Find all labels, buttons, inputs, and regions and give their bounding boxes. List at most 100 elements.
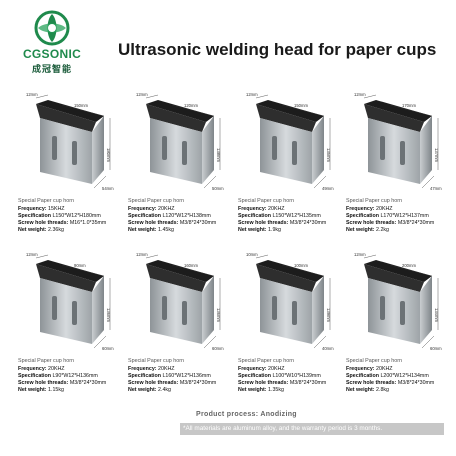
brand-name-cn: 成冠智能 [31,64,72,74]
screw-value: M3/8*24*30mm [179,380,217,386]
horn-slot-right [292,141,297,165]
dim-length: 160mm [184,263,198,268]
horn-black-blade [256,260,324,282]
weight-row: Net weight: 2.4kg [128,387,171,394]
weight-row: Net weight: 1.45kg [128,227,174,234]
horn-left-slope [364,264,424,292]
horn-slot-left [272,296,277,320]
weight-label: Net weight: [128,227,157,233]
dim-height: 137mm [434,148,439,162]
horn-black-blade [364,100,432,122]
weight-label: Net weight: [18,227,47,233]
screw-row: Screw hole threads: M3/8*24*30mm [346,220,434,227]
horn-front-face [260,278,312,344]
product-caption: Special Paper cup horn [128,358,185,364]
screw-value: M3/8*24*30mm [397,220,435,226]
horn-image: 10mm 100mm 139mm 40mm [238,252,342,356]
horn-side-face [92,116,104,184]
page-title: Ultrasonic welding head for paper cups [118,40,437,59]
horn-slot-left [380,136,385,160]
dim-height: 136mm [106,308,111,322]
specification-row: Specification L90*W12*H136mm [18,373,98,380]
horn-slot-left [380,296,385,320]
frequency-row: Frequency: 20KHZ [128,206,175,213]
weight-label: Net weight: [238,227,267,233]
horn-slot-left [162,136,167,160]
specification-row: Specification L150*W12*H135mm [238,213,321,220]
frequency-value: 20KHZ [268,206,285,212]
dim-length: 200mm [402,263,416,268]
product-caption: Special Paper cup horn [238,198,295,204]
dim-height: 138mm [216,148,221,162]
dim-bottom: 40mm [322,346,334,351]
dim-bottom: 54mm [102,186,114,191]
horn-side-face [312,116,324,184]
product-caption: Special Paper cup horn [18,198,75,204]
specification-value: L200*W12*H134mm [380,373,429,379]
dim-top: 12mm [246,92,258,97]
specification-row: Specification L160*W12*H136mm [128,373,211,380]
brand-logo: CGSONIC 成冠智能 [16,10,88,74]
horn-front-face [368,278,420,344]
screw-value: M3/8*24*30mm [179,220,217,226]
frequency-value: 20KHZ [48,366,65,372]
product-card: 12mm 160mm 136mm 60mm Special Paper cup … [128,252,232,402]
specification-value: L90*W12*H136mm [52,373,98,379]
horn-illustration: 12mm 150mm 135mm 49mm [246,92,334,191]
screw-row: Screw hole threads: M3/8*24*30mm [238,220,326,227]
screw-label: Screw hole threads: [18,220,69,226]
cgsonic-logo-icon [34,10,70,46]
horn-slot-left [272,136,277,160]
horn-left-slope [36,264,96,292]
dim-length: 100mm [294,263,308,268]
screw-value: M3/8*24*30mm [289,380,327,386]
dim-length: 120mm [184,103,198,108]
horn-side-face [312,276,324,344]
specification-value: L120*W12*H138mm [162,213,211,219]
horn-illustration: 12mm 150mm 180mm 54mm [26,92,114,191]
dim-top: 12mm [136,252,148,257]
dim-top: 10mm [246,252,258,257]
weight-label: Net weight: [18,387,47,393]
horn-image: 12mm 150mm 135mm 49mm [238,92,342,196]
horn-front-face [40,118,92,184]
horn-black-blade [36,260,104,282]
specification-row: Specification L200*W12*H134mm [346,373,429,380]
frequency-value: 20KHZ [158,366,175,372]
horn-left-slope [256,104,316,132]
weight-value: 1.9kg [268,227,281,233]
horn-front-face [368,118,420,184]
specification-label: Specification [128,373,161,379]
horn-image: 12mm 90mm 136mm 60mm [18,252,122,356]
screw-row: Screw hole threads: M3/8*24*30mm [128,380,216,387]
dim-top: 12mm [354,92,366,97]
weight-value: 2.2kg [376,227,389,233]
frequency-row: Frequency: 15KHZ [18,206,65,213]
dim-bottom: 49mm [322,186,334,191]
weight-value: 2.8kg [376,387,389,393]
frequency-row: Frequency: 20KHZ [346,366,393,373]
dim-bottom: 47mm [430,186,442,191]
horn-side-face [92,276,104,344]
product-caption: Special Paper cup horn [18,358,75,364]
dim-length: 170mm [402,103,416,108]
specification-value: L170*W12*H137mm [380,213,429,219]
dim-length: 150mm [74,103,88,108]
horn-black-blade [36,100,104,122]
product-card: 12mm 150mm 180mm 54mm Special Paper cup … [18,92,122,242]
screw-label: Screw hole threads: [346,220,397,226]
weight-value: 2.4kg [158,387,171,393]
specification-value: L100*W10*H139mm [272,373,321,379]
dim-length: 90mm [74,263,86,268]
dim-length: 150mm [294,103,308,108]
horn-slot-left [162,296,167,320]
screw-label: Screw hole threads: [128,380,179,386]
screw-label: Screw hole threads: [128,220,179,226]
screw-value: M3/8*24*30mm [69,380,107,386]
dim-height: 135mm [326,148,331,162]
horn-illustration: 12mm 120mm 138mm 50mm [136,92,224,191]
horn-illustration: 10mm 100mm 139mm 40mm [246,252,334,351]
product-card: 12mm 120mm 138mm 50mm Special Paper cup … [128,92,232,242]
frequency-row: Frequency: 20KHZ [128,366,175,373]
product-card: 12mm 170mm 137mm 47mm Special Paper cup … [346,92,450,242]
